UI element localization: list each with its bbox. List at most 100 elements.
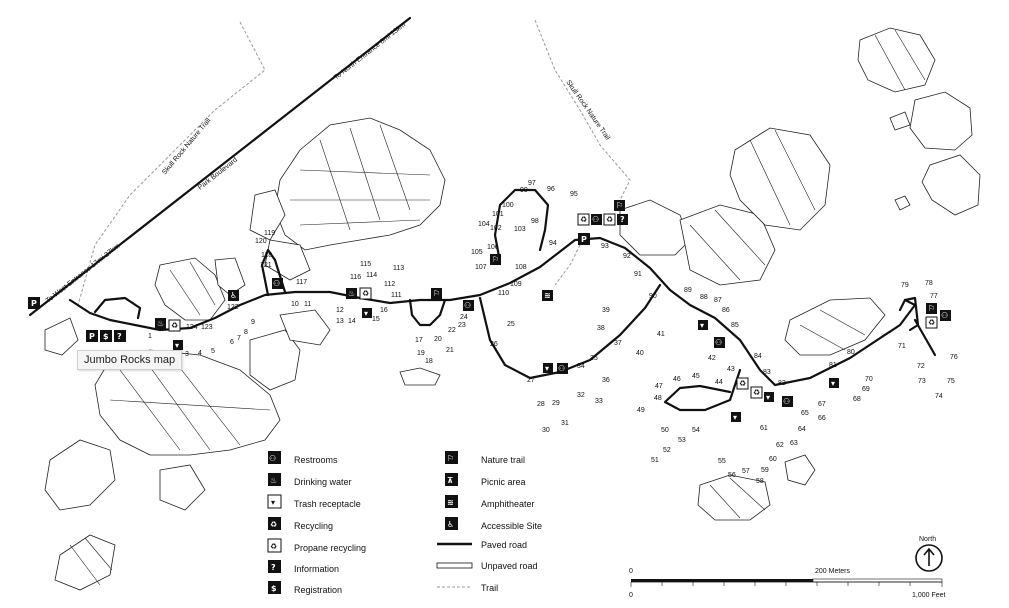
campsite-45: 45	[692, 373, 700, 380]
campsite-43: 43	[727, 366, 735, 373]
svg-text:⊼: ⊼	[447, 476, 454, 485]
picnic-area-icon: ⊼	[445, 473, 458, 486]
svg-text:⚇: ⚇	[592, 215, 599, 224]
campsite-84: 84	[754, 353, 762, 360]
campsite-26: 26	[490, 341, 498, 348]
campsite-38: 38	[597, 325, 605, 332]
campsite-46: 46	[673, 376, 681, 383]
nature-trail-icon: ⚐	[614, 200, 625, 211]
svg-text:♨: ♨	[348, 289, 355, 298]
campsite-14: 14	[348, 318, 356, 325]
svg-text:▾: ▾	[766, 393, 770, 402]
campsite-86: 86	[722, 307, 730, 314]
campsite-9: 9	[251, 319, 255, 326]
campsite-63: 63	[790, 440, 798, 447]
campsite-47: 47	[655, 383, 663, 390]
information-icon: ?	[617, 214, 628, 225]
campsite-23: 23	[458, 322, 466, 329]
campsite-116: 116	[350, 274, 361, 281]
map-tooltip: Jumbo Rocks map	[77, 350, 183, 370]
restrooms-icon: ⚇	[557, 363, 568, 374]
campsite-94: 94	[549, 240, 557, 247]
svg-text:≋: ≋	[447, 498, 454, 507]
svg-text:♻: ♻	[362, 289, 369, 298]
campsite-24: 24	[460, 314, 468, 321]
legend-recycling: Recycling	[294, 521, 333, 531]
svg-text:≋: ≋	[544, 291, 551, 300]
campsite-8: 8	[244, 329, 248, 336]
recycling-icon: ♻	[925, 316, 938, 329]
campsite-35: 35	[590, 355, 598, 362]
parking-icon: P	[28, 297, 40, 309]
campsite-37: 37	[614, 340, 622, 347]
recycling-icon: ♻	[168, 319, 181, 332]
svg-text:♨: ♨	[157, 319, 164, 328]
campsite-90: 90	[649, 293, 657, 300]
north-entrance-label: To North Entrance 8mi 13km	[333, 21, 407, 81]
svg-text:P: P	[581, 235, 587, 244]
campsite-12: 12	[336, 307, 344, 314]
restrooms-icon: ⚇	[714, 337, 725, 348]
park-boulevard-label: Park Boulevard	[197, 157, 239, 192]
svg-text:P: P	[31, 299, 37, 308]
recycling-icon: ♻	[736, 377, 749, 390]
svg-text:⚐: ⚐	[433, 289, 440, 298]
campsite-59: 59	[761, 467, 769, 474]
campsite-89: 89	[684, 287, 692, 294]
svg-text:⚐: ⚐	[928, 304, 935, 313]
accessible-site-icon: ♿	[228, 290, 239, 301]
trash-icon: ▾	[173, 340, 183, 350]
svg-text:⚇: ⚇	[558, 364, 565, 373]
drinking-water-icon: ♨	[155, 318, 166, 329]
campsite-10: 10	[291, 301, 299, 308]
legend-amphitheater: Amphitheater	[481, 499, 535, 509]
scale-zero-meters: 0	[629, 568, 633, 575]
trash-icon: ▾	[362, 308, 372, 318]
campsite-51: 51	[651, 457, 659, 464]
campsite-80: 80	[847, 349, 855, 356]
svg-text:⚇: ⚇	[273, 279, 280, 288]
svg-text:⚇: ⚇	[941, 311, 948, 320]
svg-text:▾: ▾	[271, 498, 275, 507]
svg-text:▾: ▾	[545, 364, 549, 373]
svg-text:▾: ▾	[700, 321, 704, 330]
svg-text:♻: ♻	[739, 379, 746, 388]
campsite-55: 55	[718, 458, 726, 465]
campsite-36: 36	[602, 377, 610, 384]
recycling-icon: ♻	[359, 287, 372, 300]
campsite-60: 60	[769, 456, 777, 463]
campsite-7: 7	[237, 335, 241, 342]
campsite-95: 95	[570, 191, 578, 198]
recycling-icon: ♻	[268, 517, 281, 530]
campsite-96: 96	[547, 186, 555, 193]
recycling-icon: ♻	[577, 213, 590, 226]
svg-text:?: ?	[620, 215, 625, 224]
trash-icon: ▾	[267, 494, 282, 509]
campsite-21: 21	[446, 347, 454, 354]
svg-text:♻: ♻	[270, 520, 277, 529]
campsite-109: 109	[510, 281, 522, 288]
campsite-110: 110	[498, 290, 509, 297]
campsite-62: 62	[776, 442, 784, 449]
legend-restrooms: Restrooms	[294, 455, 338, 465]
campsite-39: 39	[602, 307, 610, 314]
trash-icon: ▾	[731, 412, 741, 422]
campsite-52: 52	[663, 447, 671, 454]
campsite-6: 6	[230, 339, 234, 346]
campsite-79: 79	[901, 282, 909, 289]
campsite-113: 113	[393, 265, 404, 272]
campsite-49: 49	[637, 407, 645, 414]
svg-text:♻: ♻	[606, 215, 613, 224]
campsite-32: 32	[577, 392, 585, 399]
campsite-104: 104	[478, 221, 490, 228]
svg-text:P: P	[89, 332, 95, 341]
amphitheater-icon: ≋	[542, 290, 553, 301]
campsite-61: 61	[760, 425, 768, 432]
campsite-78: 78	[925, 280, 933, 287]
nature-trail-icon: ⚐	[926, 303, 937, 314]
campsite-31: 31	[561, 420, 569, 427]
campsite-74: 74	[935, 393, 943, 400]
information-icon: ?	[114, 330, 126, 342]
